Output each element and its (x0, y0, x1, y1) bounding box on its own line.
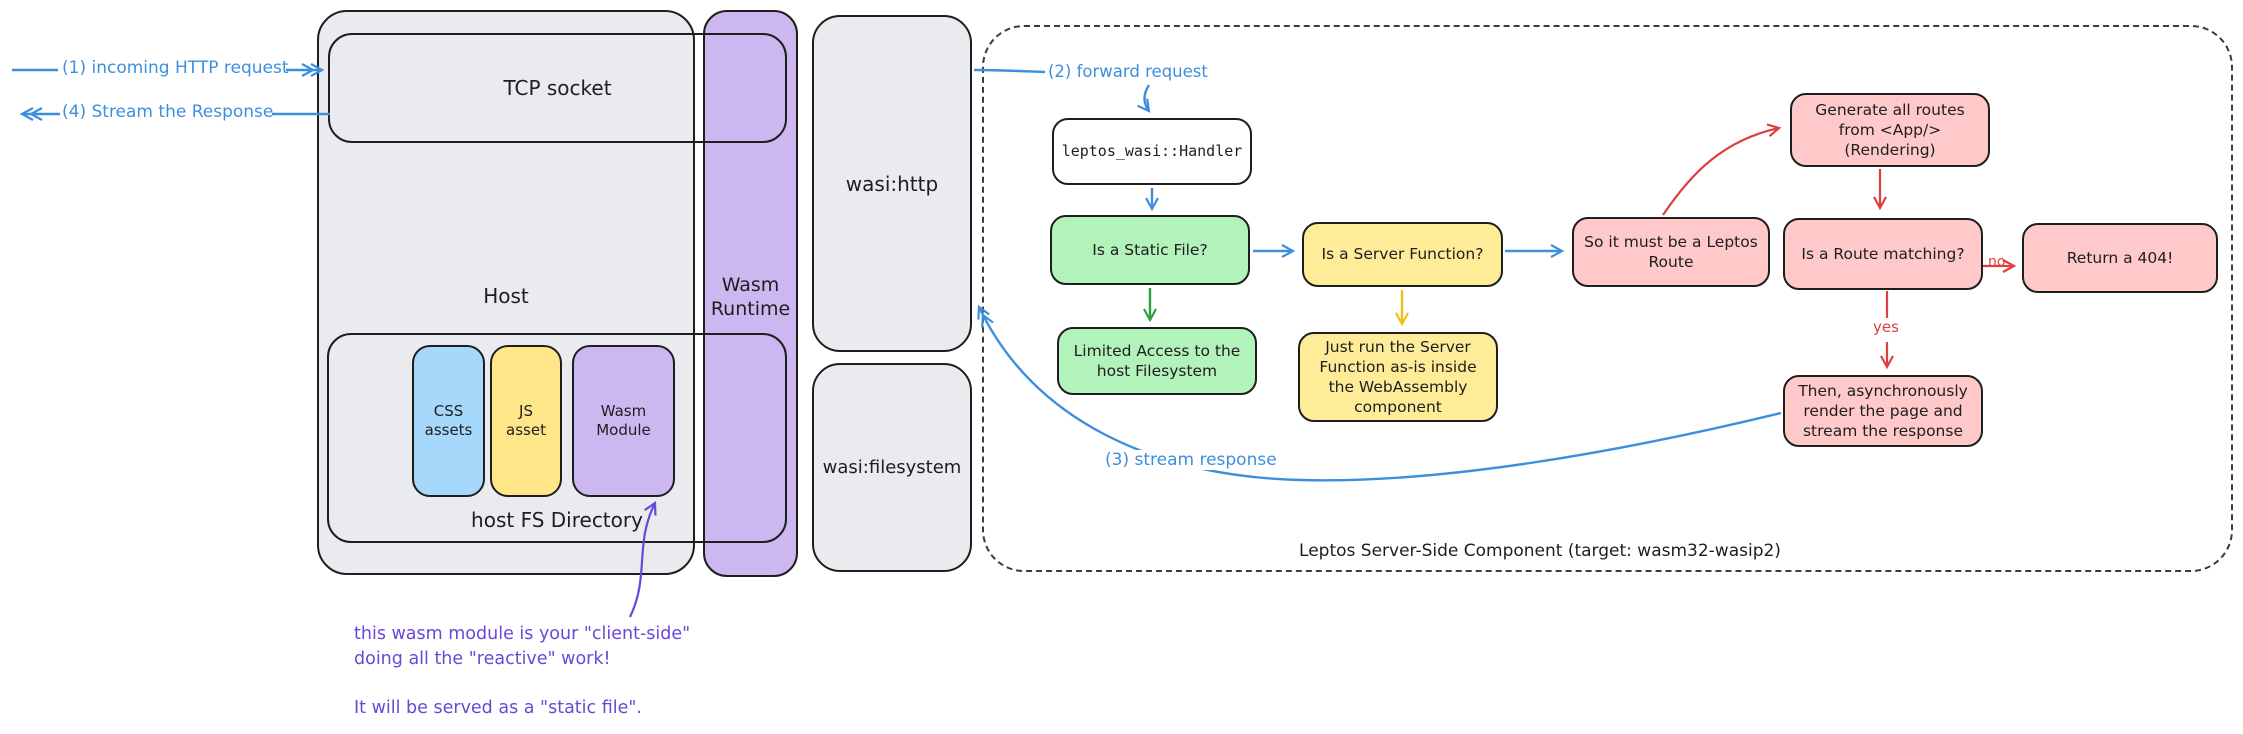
node-handler-label: leptos_wasi::Handler (1061, 141, 1243, 160)
node-just-run: Just run the Server Function as-is insid… (1298, 332, 1498, 422)
wasm-module-label: Wasm Module (596, 401, 651, 440)
node-route-matching: Is a Route matching? (1783, 218, 1983, 290)
incoming-request-label: (1) incoming HTTP request (62, 58, 289, 78)
forward-request-label: (2) forward request (1048, 62, 1208, 81)
wasm-module-box: Wasm Module (572, 345, 675, 497)
node-limited-access: Limited Access to the host Filesystem (1057, 327, 1257, 395)
host-fs-directory-box (327, 333, 787, 543)
wasi-http-box: wasi:http (812, 15, 972, 352)
node-static-file-label: Is a Static File? (1092, 240, 1208, 259)
node-route-matching-label: Is a Route matching? (1801, 244, 1965, 263)
wasm-runtime-label: Wasm Runtime (710, 274, 791, 320)
tcp-socket-box: TCP socket (328, 33, 787, 143)
edge-label-yes: yes (1873, 318, 1899, 336)
wasm-module-annotation: this wasm module is your "client-side" d… (354, 624, 691, 718)
edge-label-no: no (1988, 254, 2006, 270)
wasi-filesystem-box: wasi:filesystem (812, 363, 972, 572)
wasi-http-label: wasi:http (845, 171, 939, 196)
node-leptos-route: So it must be a Leptos Route (1572, 217, 1770, 287)
node-return-404-label: Return a 404! (2066, 248, 2174, 267)
component-caption: Leptos Server-Side Component (target: wa… (1299, 541, 1781, 561)
wasi-filesystem-label: wasi:filesystem (822, 456, 962, 478)
host-label: Host (483, 284, 529, 308)
js-asset-box: JS asset (490, 345, 562, 497)
node-server-function-label: Is a Server Function? (1321, 245, 1484, 264)
leptos-component-boundary (982, 25, 2233, 572)
node-limited-access-label: Limited Access to the host Filesystem (1073, 341, 1241, 380)
node-server-function: Is a Server Function? (1302, 222, 1503, 287)
node-just-run-label: Just run the Server Function as-is insid… (1319, 337, 1477, 417)
node-generate-routes-label: Generate all routes from <App/> (Renderi… (1815, 100, 1965, 160)
node-leptos-route-label: So it must be a Leptos Route (1584, 232, 1758, 271)
node-handler: leptos_wasi::Handler (1052, 118, 1252, 185)
js-asset-label: JS asset (506, 401, 546, 440)
node-then-render-label: Then, asynchronously render the page and… (1798, 381, 1968, 441)
wasm-runtime-column (703, 10, 798, 577)
css-assets-box: CSS assets (412, 345, 485, 497)
tcp-socket-label: TCP socket (503, 76, 612, 100)
stream-the-response-label: (4) Stream the Response (62, 102, 274, 122)
node-generate-routes: Generate all routes from <App/> (Renderi… (1790, 93, 1990, 167)
host-fs-directory-label: host FS Directory (471, 508, 643, 532)
css-assets-label: CSS assets (424, 401, 473, 440)
node-then-render: Then, asynchronously render the page and… (1783, 375, 1983, 447)
node-return-404: Return a 404! (2022, 223, 2218, 293)
stream-response-label: (3) stream response (1103, 450, 1279, 470)
node-static-file: Is a Static File? (1050, 215, 1250, 285)
